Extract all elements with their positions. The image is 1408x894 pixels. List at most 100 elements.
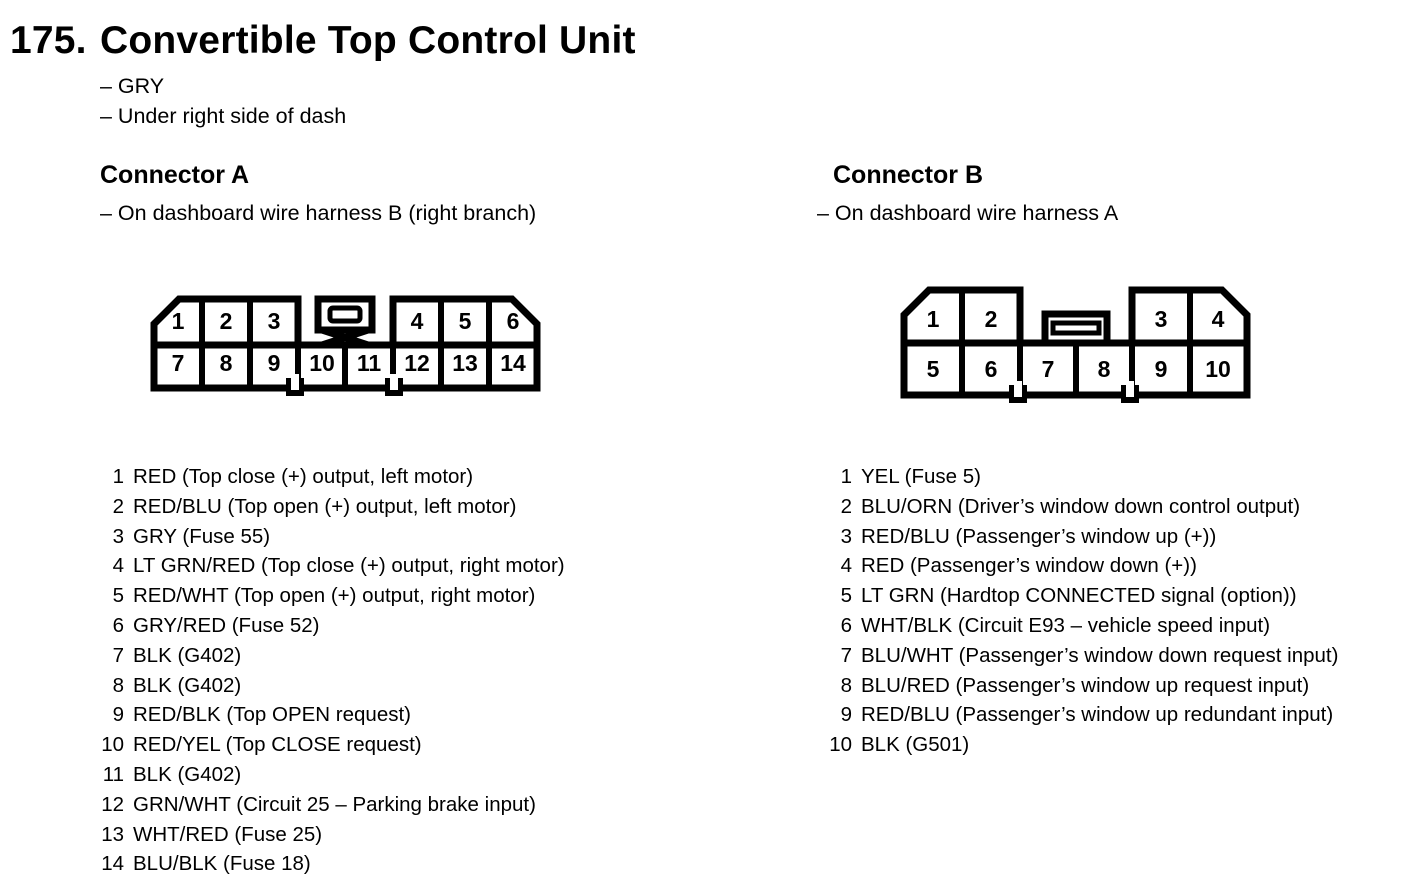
pin-cell-number: 14	[500, 350, 526, 376]
pin-label: LT GRN (Hardtop CONNECTED signal (option…	[861, 584, 1297, 608]
pin-label: BLU/WHT (Passenger’s window down request…	[861, 643, 1339, 667]
pin-number: 6	[840, 613, 852, 637]
keying-notch	[1121, 381, 1139, 403]
latch-slot-icon	[1050, 320, 1102, 336]
pin-label: RED/BLU (Passenger’s window up (+))	[861, 524, 1217, 548]
pin-cell-number: 5	[927, 356, 940, 382]
pin-row: 14 BLU/BLK (Fuse 18)	[96, 849, 565, 879]
pin-row: 9 RED/BLK (Top OPEN request)	[96, 700, 565, 730]
pin-cell-number: 2	[985, 306, 998, 332]
pin-label: RED (Top close (+) output, left motor)	[133, 465, 474, 488]
pin-row: 7 BLU/WHT (Passenger’s window down reque…	[824, 641, 1339, 671]
pin-number: 5	[840, 584, 852, 608]
pin-label: BLU/BLK (Fuse 18)	[133, 852, 311, 876]
pin-cell-number: 9	[268, 350, 281, 376]
pin-cell-number: 3	[1155, 306, 1168, 332]
pin-cell-number: 6	[985, 356, 998, 382]
connector-a-diagram: 1 2 3 4 5 6 7 8 9 10 11 12 13 14	[150, 295, 541, 396]
pin-cell-number: 7	[172, 350, 185, 376]
pin-number: 4	[840, 554, 852, 578]
pin-cell-number: 13	[452, 350, 478, 376]
pin-label: BLU/RED (Passenger’s window up request i…	[861, 673, 1310, 697]
pin-cell-number: 9	[1155, 356, 1168, 382]
connector-a-top-right-block	[389, 295, 541, 349]
keying-notch	[286, 374, 304, 396]
pin-label: BLK (G402)	[133, 673, 242, 697]
pin-label: LT GRN/RED (Top close (+) output, right …	[133, 554, 565, 578]
connector-b-diagram: 1 2 3 4 5 6 7 8 9 10	[900, 286, 1251, 403]
latch-slot-icon	[327, 305, 363, 324]
pin-cell-number: 8	[220, 350, 233, 376]
pin-number: 2	[112, 494, 124, 518]
pin-label: BLK (G501)	[861, 733, 970, 757]
connector-b-note: – On dashboard wire harness A	[817, 201, 1119, 225]
pin-cell-number: 11	[357, 350, 382, 376]
connector-b-title: Connector B	[833, 161, 983, 189]
pin-number: 2	[840, 494, 852, 518]
pin-number: 5	[112, 584, 124, 608]
pin-cell-number: 1	[927, 306, 940, 332]
keying-notch	[1009, 381, 1027, 403]
pin-label: GRN/WHT (Circuit 25 – Parking brake inpu…	[133, 792, 536, 816]
pin-label: GRY (Fuse 55)	[133, 524, 271, 548]
page-notes: – GRY – Under right side of dash	[100, 72, 346, 131]
pin-row: 7 BLK (G402)	[96, 641, 565, 671]
pin-number: 3	[840, 524, 852, 548]
pin-row: 8 BLK (G402)	[96, 671, 565, 701]
pin-number: 10	[829, 733, 852, 757]
pin-row: 3 RED/BLU (Passenger’s window up (+))	[824, 522, 1338, 552]
pin-cell-number: 1	[172, 308, 185, 334]
pin-number: 12	[101, 792, 124, 816]
pin-number: 10	[101, 733, 124, 757]
pin-label: BLK (G402)	[133, 762, 242, 786]
pin-cell-number: 8	[1098, 356, 1111, 382]
pin-number: 1	[112, 465, 124, 488]
pin-label: WHT/BLK (Circuit E93 – vehicle speed inp…	[861, 613, 1271, 637]
pin-number: 7	[840, 643, 852, 667]
page-note-color: – GRY	[100, 74, 165, 98]
page-number: 175.	[10, 19, 87, 62]
pin-cell-number: 5	[459, 308, 472, 334]
pin-row: 2 RED/BLU (Top open (+) output, left mot…	[96, 492, 565, 522]
pin-label: GRY/RED (Fuse 52)	[133, 613, 320, 637]
pin-row: 10 BLK (G501)	[824, 730, 1338, 760]
connector-a-title: Connector A	[100, 161, 250, 189]
pin-number: 8	[840, 673, 852, 697]
pin-number: 9	[112, 703, 124, 727]
pin-number: 9	[840, 703, 852, 727]
pin-row: 13 WHT/RED (Fuse 25)	[96, 820, 565, 850]
pin-row: 4 RED (Passenger’s window down (+))	[824, 551, 1338, 581]
pin-label: RED/YEL (Top CLOSE request)	[133, 733, 422, 757]
pin-row: 1 RED (Top close (+) output, left motor)	[96, 462, 565, 492]
connector-b-pin-list: 1 YEL (Fuse 5) 2 BLU/ORN (Driver’s windo…	[824, 462, 1338, 760]
pin-number: 14	[101, 852, 124, 876]
pin-number: 11	[102, 762, 124, 786]
pin-cell-number: 12	[404, 350, 430, 376]
pin-row: 2 BLU/ORN (Driver’s window down control …	[824, 492, 1338, 522]
pin-row: 8 BLU/RED (Passenger’s window up request…	[824, 671, 1338, 701]
pin-number: 4	[112, 554, 124, 578]
keying-notch	[385, 374, 403, 396]
pin-label: YEL (Fuse 5)	[861, 465, 982, 488]
pin-label: RED (Passenger’s window down (+))	[861, 554, 1197, 578]
pin-label: RED/WHT (Top open (+) output, right moto…	[133, 584, 536, 608]
pin-cell-number: 10	[309, 350, 335, 376]
pin-number: 6	[112, 613, 124, 637]
pin-row: 12 GRN/WHT (Circuit 25 – Parking brake i…	[96, 790, 565, 820]
pin-cell-number: 10	[1205, 356, 1231, 382]
pin-number: 1	[840, 465, 852, 488]
pin-label: RED/BLU (Passenger’s window up redundant…	[861, 703, 1334, 727]
latch-x-icon	[320, 326, 370, 349]
page-note-location: – Under right side of dash	[100, 103, 347, 128]
pin-label: BLK (G402)	[133, 643, 242, 667]
pin-row: 1 YEL (Fuse 5)	[824, 462, 1338, 492]
pin-cell-number: 2	[220, 308, 233, 334]
pin-row: 10 RED/YEL (Top CLOSE request)	[96, 730, 565, 760]
page-title: Convertible Top Control Unit	[100, 19, 636, 62]
pin-number: 7	[112, 643, 124, 667]
connector-a-pin-cells: 1 2 3 4 5 6 7 8 9 10 11 12 13 14	[172, 308, 526, 376]
pin-row: 11 BLK (G402)	[96, 760, 565, 790]
pin-label: RED/BLU (Top open (+) output, left motor…	[133, 494, 517, 518]
pin-number: 3	[112, 524, 124, 548]
connector-b-pin-cells: 1 2 3 4 5 6 7 8 9 10	[927, 306, 1231, 382]
